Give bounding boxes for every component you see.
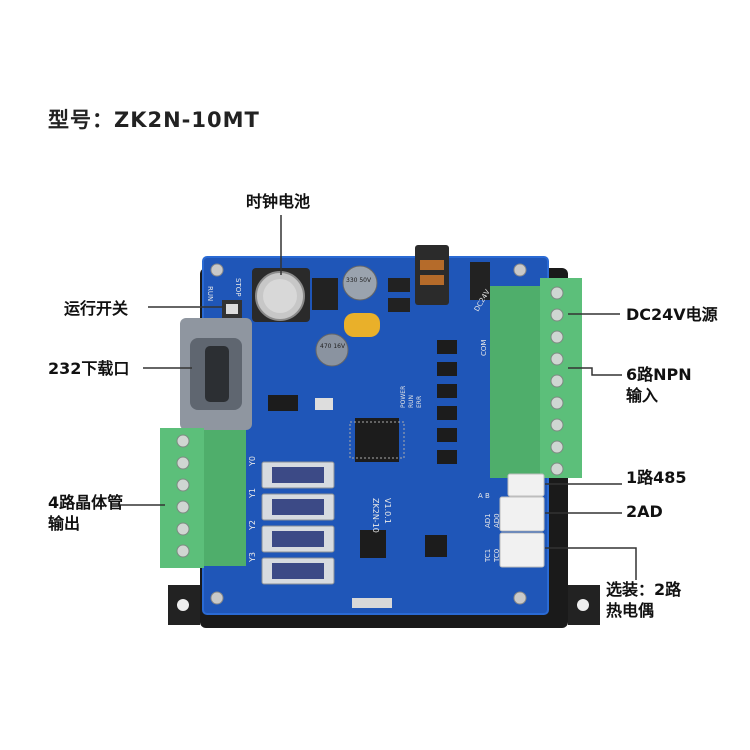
label-rs485: 1路485 — [626, 468, 687, 487]
thermocouple-connector — [499, 532, 545, 568]
silk-run: RUN — [206, 286, 214, 301]
silk-com: COM — [480, 340, 488, 356]
capacitor-470 — [315, 333, 349, 367]
silk-err-led: ERR — [416, 396, 423, 408]
silk-cap1: 470 16V — [320, 343, 346, 350]
pcb-hole — [513, 591, 527, 605]
mounting-hole-right — [577, 599, 589, 611]
pcb-hole — [210, 591, 224, 605]
silk-y3: Y3 — [248, 552, 257, 563]
silk-ab: A B — [478, 492, 490, 500]
silk-tc0: TC0 — [493, 549, 501, 563]
silk-ad1: AD1 — [484, 513, 492, 528]
silk-y2: Y2 — [248, 520, 257, 531]
label-transistor-output-2: 输出 — [48, 514, 81, 533]
chip — [268, 395, 298, 411]
input-terminal-block — [490, 278, 582, 478]
pcb-hole — [513, 263, 527, 277]
mcu-chip — [355, 418, 399, 462]
label-analog-2ad: 2AD — [626, 502, 663, 521]
label-rs232-port: 232下载口 — [48, 359, 130, 378]
label-thermocouple-1: 选装：2路 — [606, 580, 682, 599]
pin-header — [352, 598, 392, 608]
silk-power: POWER — [400, 386, 407, 408]
silk-stop: STOP — [234, 278, 242, 296]
silk-model: ZK2N-10 — [371, 498, 380, 533]
label-npn-input-1: 6路NPN — [626, 365, 692, 384]
silk-version: V1.0.1 — [383, 498, 392, 524]
ad-connector — [499, 496, 545, 532]
label-npn-input-2: 输入 — [626, 386, 659, 405]
silk-y1: Y1 — [248, 488, 257, 499]
chip — [425, 535, 447, 557]
output-terminal-block — [160, 428, 246, 568]
silk-ad0: AD0 — [493, 513, 501, 528]
leader-thermocouple — [545, 547, 637, 580]
leader-input — [568, 367, 622, 376]
capacitor-330 — [342, 265, 378, 301]
regulator — [312, 278, 338, 310]
model-title: 型号：ZK2N-10MT — [48, 108, 260, 132]
power-chip — [470, 262, 490, 300]
tantalum-capacitor — [344, 313, 380, 337]
rs485-connector — [507, 473, 545, 497]
output-blocks — [261, 461, 335, 585]
silk-tc1: TC1 — [484, 549, 492, 563]
mounting-hole-left — [177, 599, 189, 611]
silk-run-led: RUN — [408, 395, 415, 408]
optocoupler-array — [437, 340, 457, 464]
silk-cap2: 330 50V — [346, 277, 372, 284]
label-dc24v-power: DC24V电源 — [626, 305, 718, 324]
label-thermocouple-2: 热电偶 — [606, 601, 655, 620]
silk-y0: Y0 — [248, 456, 257, 467]
chip — [360, 530, 386, 558]
label-transistor-output-1: 4路晶体管 — [48, 493, 124, 512]
label-clock-battery: 时钟电池 — [246, 192, 311, 211]
label-run-switch: 运行开关 — [64, 299, 129, 318]
pcb-hole — [210, 263, 224, 277]
